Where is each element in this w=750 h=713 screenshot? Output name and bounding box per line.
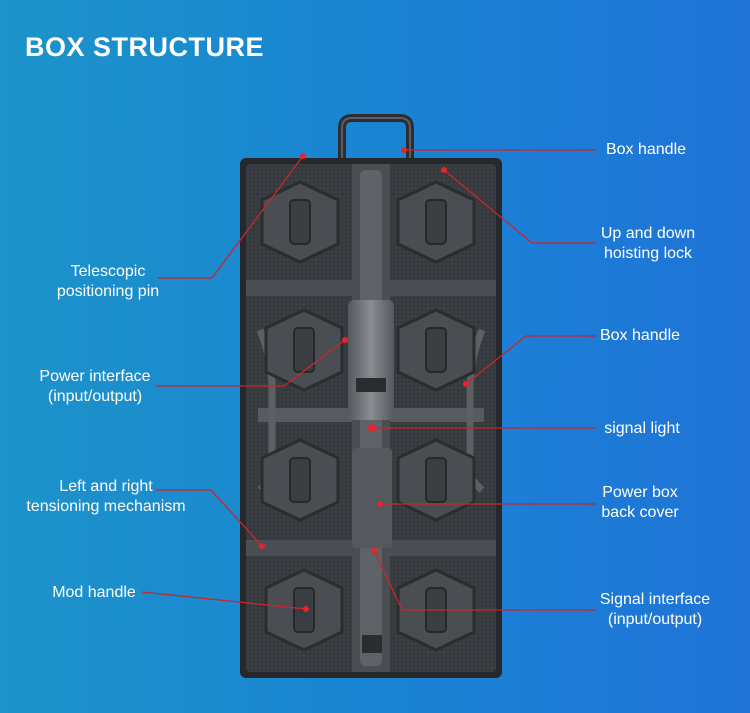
label-power-box-back-cover: Power box back cover <box>601 484 679 521</box>
dot-signal-interface <box>371 547 377 553</box>
page-title: BOX STRUCTURE <box>25 32 265 62</box>
label-signal-light: signal light <box>604 420 680 437</box>
label-power-interface: Power interface (input/output) <box>39 368 151 405</box>
leader-lines <box>141 149 596 611</box>
dot-signal-light <box>368 424 376 432</box>
dot-mod-handle <box>303 606 309 612</box>
label-telescopic-positioning-pin: Telescopic positioning pin <box>56 263 160 300</box>
label-box-handle-side: Box handle <box>599 327 681 344</box>
leader-signal-interface <box>373 549 596 611</box>
top-handle <box>338 114 414 164</box>
dot-box-handle-top <box>401 147 407 153</box>
label-signal-interface: Signal interface (input/output) <box>599 591 711 628</box>
dot-power-box-cover <box>377 501 383 507</box>
callout-dots <box>259 147 469 612</box>
module-hexagons <box>260 180 476 652</box>
dot-hoisting-lock <box>441 167 447 173</box>
dot-box-handle-top-left <box>300 153 306 159</box>
label-mod-handle: Mod handle <box>52 584 136 601</box>
module-inner-panels <box>289 199 447 633</box>
leader-telescopic-pin <box>158 155 304 279</box>
dot-power-interface <box>342 337 348 343</box>
leader-box-handle-side <box>465 335 596 385</box>
label-up-down-hoisting-lock: Up and down hoisting lock <box>600 225 696 262</box>
leader-tensioning <box>156 489 263 547</box>
cabinet-frame <box>240 158 502 678</box>
leader-mod-handle <box>141 591 307 610</box>
leader-hoisting-lock <box>443 169 596 244</box>
dot-tensioning <box>259 543 265 549</box>
label-box-handle-top: Box handle <box>605 141 687 158</box>
dot-box-handle-side <box>463 381 469 387</box>
leader-power-interface <box>156 339 346 387</box>
label-tensioning-mechanism: Left and right tensioning mechanism <box>26 478 186 515</box>
